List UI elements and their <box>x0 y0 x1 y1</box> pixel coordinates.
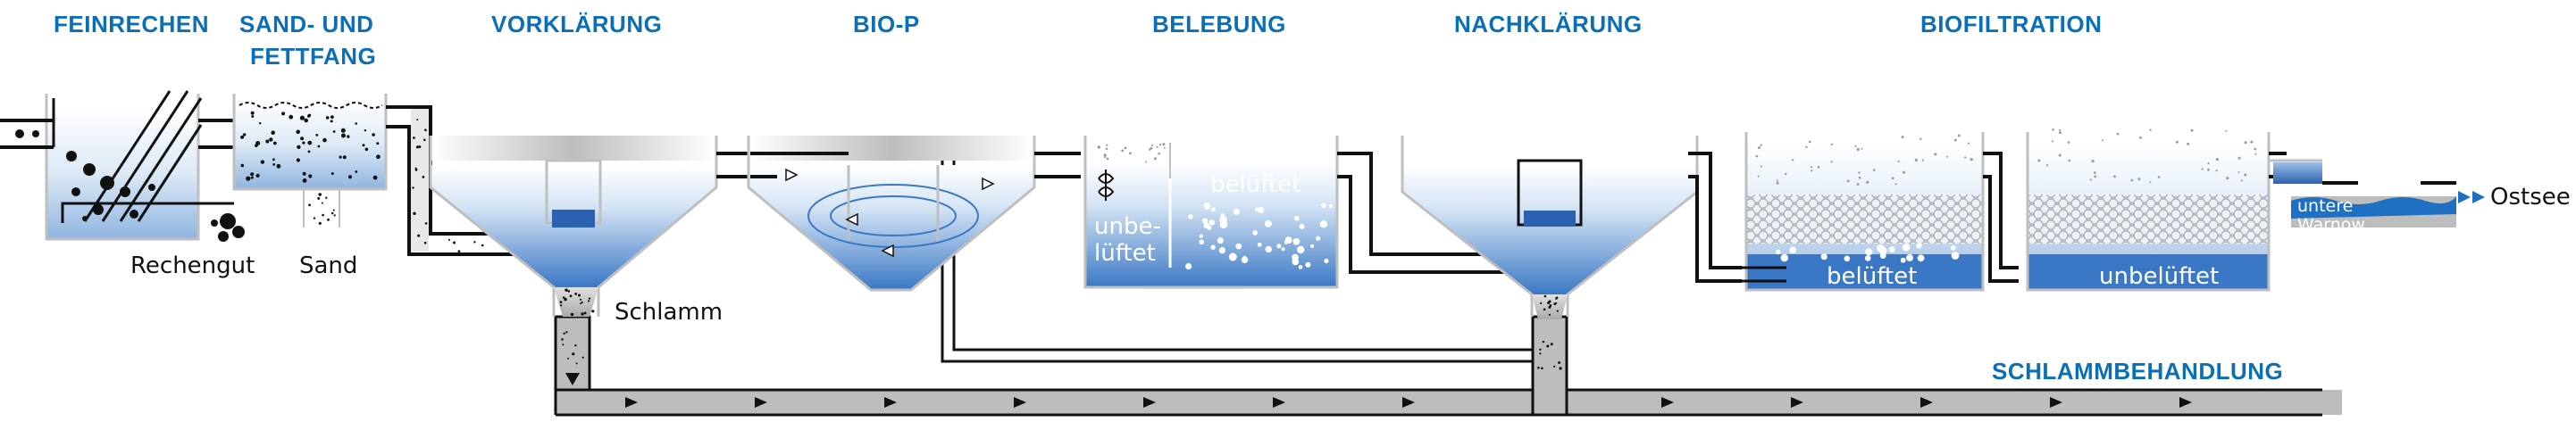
stage-title-belebung: BELEBUNG <box>1152 11 1286 37</box>
label-ostsee: Ostsee <box>2490 184 2571 211</box>
flow-arrow-right <box>1791 397 1803 408</box>
biofilter-aerated <box>1742 132 2019 292</box>
flow-arrow-right <box>625 397 638 408</box>
feinrechen-tank <box>0 90 245 242</box>
sludge-flow-arrows <box>625 397 2192 408</box>
flow-arrow-right <box>1273 397 1285 408</box>
flow-arrow-right <box>884 397 897 408</box>
label-sand: Sand <box>299 252 357 279</box>
flow-arrow-right <box>2050 397 2062 408</box>
vorklaerung-tank <box>429 136 750 376</box>
stage-title-vorklaerung: VORKLÄRUNG <box>491 11 662 37</box>
stage-title-feinrechen: FEINRECHEN <box>54 11 209 37</box>
label-untere-warnow-1: untere <box>2297 196 2353 216</box>
flow-arrow-right <box>1402 397 1415 408</box>
flow-arrow-right <box>1014 397 1026 408</box>
nachklaerung-tank <box>1401 136 1742 370</box>
flow-arrow-right <box>2458 191 2471 203</box>
label-unbelueftet-filter: unbelüftet <box>2099 263 2219 290</box>
label-rechengut: Rechengut <box>130 252 255 279</box>
label-belueftet-filter: belüftet <box>1827 263 1917 290</box>
belebung-tank <box>1083 136 1560 289</box>
label-unbelueftet-2: lüftet <box>1094 240 1156 267</box>
bio-p-tank <box>747 136 1081 292</box>
stage-title-schlammbehandlung: SCHLAMMBEHANDLUNG <box>1992 358 2283 385</box>
label-schlamm: Schlamm <box>615 299 723 326</box>
sludge-line <box>554 315 2342 417</box>
flow-arrow-right <box>1920 397 1933 408</box>
flow-arrow-right <box>1143 397 1156 408</box>
flow-arrow-right <box>2472 191 2485 203</box>
stage-title-bio-p: BIO-P <box>853 11 920 37</box>
flow-arrow-right <box>1661 397 1674 408</box>
stage-title-nachklaerung: NACHKLÄRUNG <box>1454 11 1643 37</box>
stage-title-biofiltration: BIOFILTRATION <box>1920 11 2102 37</box>
sandfang-tank <box>198 94 388 228</box>
label-untere-warnow-2: Warnow <box>2297 215 2365 235</box>
river-warnow <box>2291 181 2485 228</box>
stage-title-sandfang-1: SAND- UND <box>239 11 373 37</box>
biofilter-non-aerated <box>2026 128 2322 292</box>
flow-arrow-right <box>755 397 767 408</box>
flow-arrow-down <box>565 373 580 385</box>
stage-title-sandfang-2: FETTFANG <box>250 43 376 70</box>
label-unbelueftet-1: unbe- <box>1094 213 1161 240</box>
flow-arrow-right <box>2179 397 2192 408</box>
label-belueftet-belebung: belüftet <box>1210 171 1301 198</box>
